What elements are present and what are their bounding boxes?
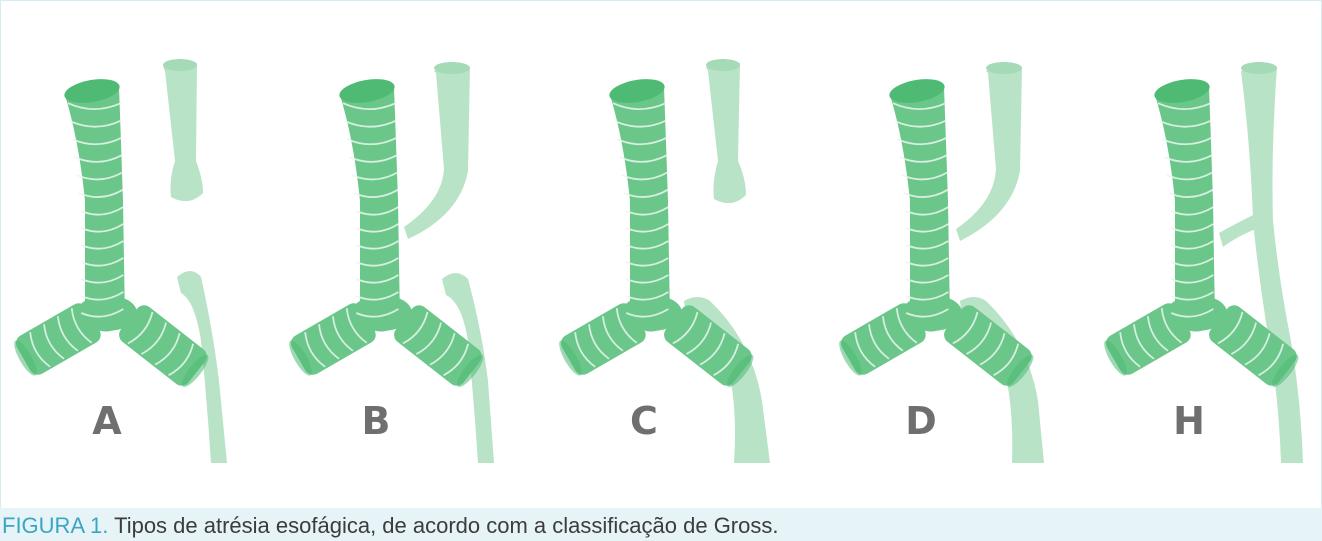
esophagus-opening — [1241, 62, 1277, 74]
esophagus-upper-fistula — [404, 65, 470, 239]
trachea-carina — [1167, 295, 1227, 331]
esophagus-opening — [706, 59, 740, 71]
figure-frame: A B C D H — [0, 0, 1322, 509]
esophagus-upper-pouch — [163, 62, 203, 202]
esophagus-continuous — [1241, 65, 1303, 463]
trachea-diagram-b — [296, 1, 556, 509]
esophagus — [1219, 62, 1303, 463]
esophagus — [163, 59, 227, 463]
panel-h: H — [1111, 1, 1322, 509]
panel-letter-b: B — [346, 399, 406, 443]
trachea-carina — [622, 295, 682, 331]
esophagus-opening — [163, 59, 197, 71]
trachea-diagram-d — [846, 1, 1106, 509]
panel-letter-d: D — [891, 399, 951, 443]
caption-label: FIGURA 1. — [2, 513, 108, 538]
trachea-carina — [77, 295, 137, 331]
panel-c: C — [566, 1, 826, 509]
panel-letter-h: H — [1159, 399, 1219, 443]
esophagus-opening — [986, 62, 1022, 74]
trachea-diagram-a — [21, 1, 281, 509]
trachea-carina — [352, 295, 412, 331]
esophagus-opening — [434, 62, 470, 74]
esophagus — [956, 62, 1044, 463]
esophagus-upper-fistula — [956, 65, 1022, 241]
panel-letter-a: A — [77, 399, 137, 443]
trachea-carina — [902, 295, 962, 331]
panel-b: B — [296, 1, 556, 509]
trachea-diagram-c — [566, 1, 826, 509]
esophagus-upper-pouch — [706, 62, 746, 204]
esophagus — [684, 59, 770, 463]
esophagus — [404, 62, 494, 463]
caption-text: Tipos de atrésia esofágica, de acordo co… — [108, 513, 778, 538]
panel-d: D — [846, 1, 1106, 509]
panel-a: A — [21, 1, 281, 509]
panel-letter-c: C — [614, 399, 674, 443]
figure-caption: FIGURA 1. Tipos de atrésia esofágica, de… — [0, 508, 1322, 541]
